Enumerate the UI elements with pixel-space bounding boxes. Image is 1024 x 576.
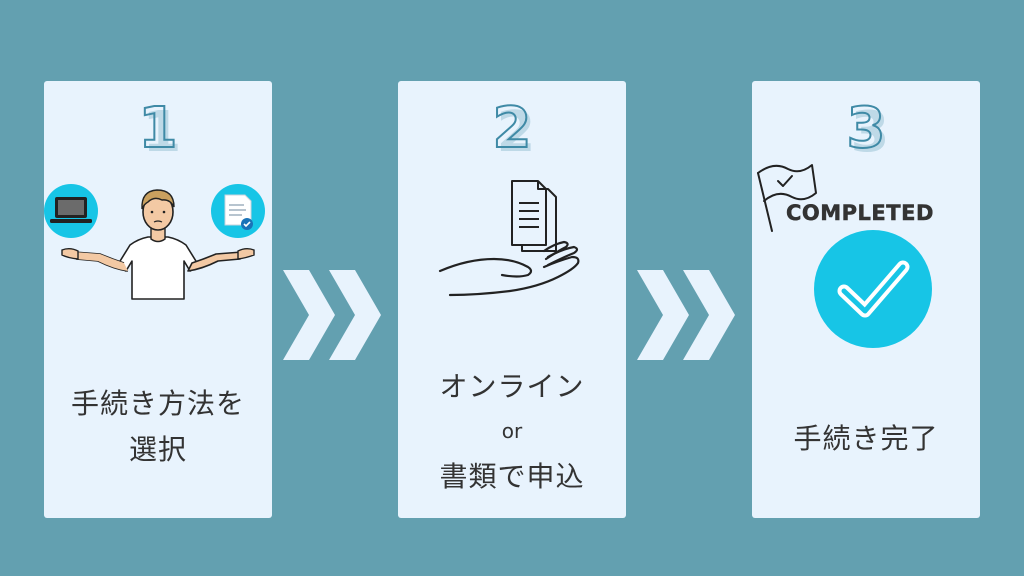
step-2-label-line-3: 書類で申込 — [439, 460, 585, 493]
step-2-illustration — [438, 180, 580, 297]
step-2-label-line-1: オンライン — [439, 370, 585, 403]
step-1-illustration — [44, 184, 265, 300]
step-number-3: 3 — [846, 96, 887, 161]
step-card-1: 1 — [44, 81, 272, 518]
step-card-2: 2 オンライン or 書類で申込 — [398, 81, 626, 518]
step-1-label-line-2: 選択 — [128, 433, 187, 466]
document-check-icon — [211, 184, 265, 238]
step-3-illustration: COMPLETED — [757, 164, 934, 348]
step-2-label-line-2: or — [501, 419, 523, 443]
check-circle-icon — [814, 230, 932, 348]
step-number-2: 2 — [492, 96, 533, 161]
completed-badge: COMPLETED — [786, 201, 934, 225]
step-3-label: 手続き完了 — [793, 422, 939, 455]
laptop-icon — [44, 184, 98, 238]
person-shrug-illustration — [61, 189, 255, 300]
double-chevron-right-icon — [283, 270, 381, 360]
step-1-label: 手続き方法を 選択 — [44, 381, 272, 473]
flag-check-icon — [757, 164, 817, 232]
step-number-1: 1 — [138, 96, 179, 161]
open-hand-icon — [438, 240, 580, 297]
step-1-label-line-1: 手続き方法を — [70, 387, 245, 420]
documents-icon — [511, 180, 557, 252]
double-chevron-right-icon — [637, 270, 735, 360]
step-card-3: 3 COMPLETED 手続き完了 — [752, 81, 980, 518]
